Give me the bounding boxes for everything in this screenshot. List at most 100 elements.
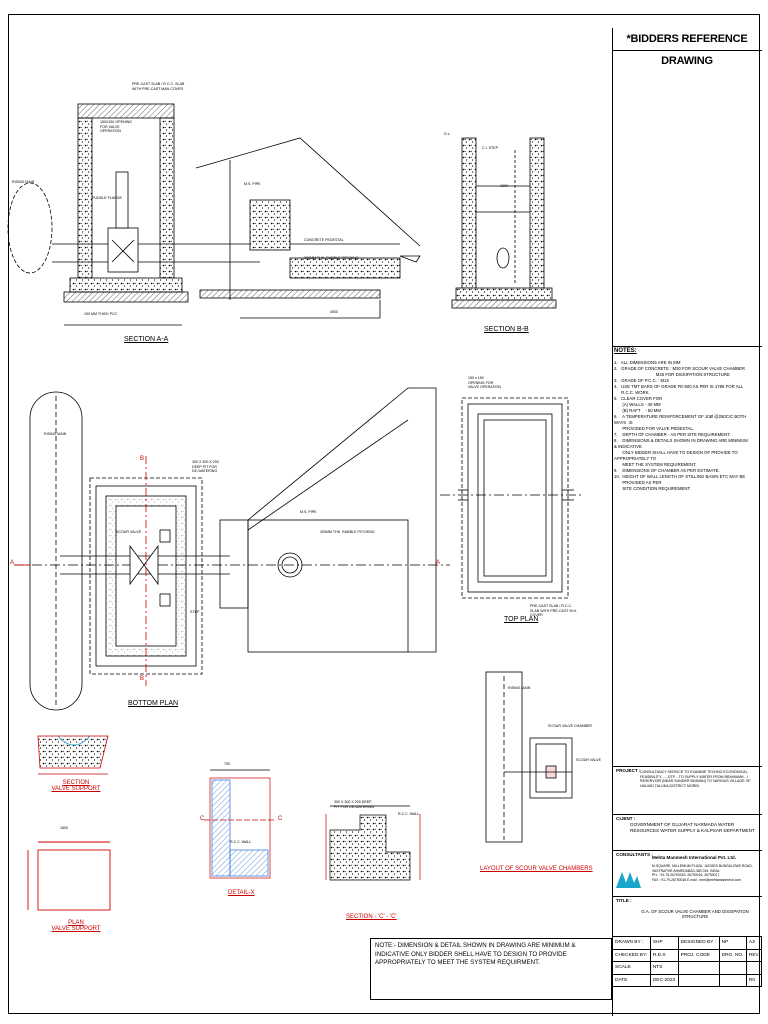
- address-line: VASTRAPUR,AHMEDABAD-380 015. INDIA.: [652, 868, 721, 873]
- dim-4000: 4000: [330, 310, 338, 314]
- deep-pit-note: 300 X 300 X 200 DEEP PIT FOR DE-WATERING: [192, 460, 219, 473]
- note-line: M25 FOR DISSIPATION STRUCTURE: [614, 372, 730, 377]
- info-cell: DRAWN BY :: [612, 936, 651, 950]
- title-block: [612, 28, 763, 1016]
- note-line: PROVIDED AS PER: [614, 480, 662, 485]
- address-line: PH. : 91-79-26750015, 26750016, 26750017…: [652, 873, 721, 877]
- mark-b-top: B: [140, 456, 145, 462]
- info-cell: PROJ. CODE: [677, 948, 720, 962]
- note-line: R.C.C. WORK.: [614, 390, 650, 395]
- scour-valve-chamber-note: SCOUR VALVE CHAMBER: [548, 724, 592, 728]
- ms-pipe-note: M.S. PIPE: [244, 182, 261, 186]
- info-cell: A3: [745, 936, 763, 950]
- pcc-note: 150 MM THICK PCC: [84, 312, 118, 316]
- scour-valve-plan-note: SCOUR VALVE: [116, 530, 142, 534]
- dim-750: 750: [224, 762, 230, 766]
- rubble-plan-note: 300MM THK. RUBBLE PITCHING: [320, 530, 375, 534]
- divider: [612, 766, 762, 767]
- detail-x-label: DETAIL-X: [228, 890, 255, 896]
- gl-note-left: G.L.: [444, 132, 451, 136]
- note-line: SITE CONDITION REQUIREMENT.: [614, 486, 691, 491]
- divider: [612, 346, 762, 347]
- ms-pipe-plan-note: M.S. PIPE: [300, 510, 317, 514]
- client-line: GOVERNMENT OF GUJARAT NARMADA WATER: [630, 822, 735, 827]
- title-line: STRUCTURE: [681, 913, 709, 919]
- drawing-sheet-border: [8, 14, 760, 1014]
- client-line: RESOURCES WATER SUPPLY & KALPSAR DEPARTM…: [630, 828, 755, 833]
- divider: [612, 850, 762, 851]
- note-line: ONLY BIDDER SHALL HAVE TO DESIGN OF PROV…: [614, 450, 738, 455]
- project-line: CONSULTANCY SERVICE TO EXAMINE TECHNO EC…: [640, 770, 748, 774]
- info-cell: CHECKED BY:: [612, 948, 651, 962]
- section-bb-label: SECTION B-B: [484, 326, 529, 333]
- note-line: 1. ALL DIMENSIONS ARE IN MM: [614, 360, 681, 365]
- note-line: 3. GRADE OF P.C.C. : M15: [614, 378, 669, 383]
- top-plan: [440, 397, 584, 599]
- info-cell: [718, 961, 747, 975]
- section-cc-label: SECTION - 'C' - 'C': [346, 914, 397, 920]
- divider: [612, 814, 762, 815]
- concrete-pedestal-note: CONCRETE PEDESTAL: [304, 238, 344, 242]
- detail-x: [204, 769, 276, 879]
- project-line: HALVAD TALUKA,DISTRICT MORBI.: [640, 783, 700, 788]
- info-cell: R0: [745, 973, 763, 987]
- consultant-logo-icon: [616, 872, 641, 888]
- puddle-flange-note: PUDDLE FLANGE: [92, 196, 122, 200]
- note-line: APPROPRIATELY TO: [614, 456, 657, 461]
- title-label: TITLE :: [616, 898, 632, 903]
- project-text: CONSULTANCY SERVICE TO EXAMINE TECHNO EC…: [640, 770, 760, 788]
- consultants-label: CONSULTANTS :: [616, 852, 653, 857]
- project-line: FEASIBILITY.......DTP....TO SUPPLY WATER…: [640, 774, 748, 779]
- bottom-note: NOTE:- DIMENSION & DETAIL SHOWN IN DRAWI…: [370, 938, 612, 1000]
- info-cell: SCALE: [612, 961, 651, 975]
- info-cell: DEC-2023: [649, 973, 679, 987]
- note-line: (A) WALLS - 40 MM: [614, 402, 661, 407]
- info-cell: [745, 961, 763, 975]
- bottom-plan-label: BOTTOM PLAN: [128, 700, 179, 707]
- rubble-pitching-note: 300MM THK. RUBBLE PITCHING: [304, 256, 359, 260]
- rising-main-layout-note: RISING MAIN: [508, 686, 531, 690]
- info-cell: [677, 961, 720, 975]
- deep-pit-c-note: 300 X 300 X 200 DEEP PIT FOR DE-WATERING: [334, 800, 375, 809]
- opening-top-note: 150 x 150 OPENING FOR VALVE OPERATION: [468, 376, 501, 389]
- section-bb: [451, 137, 557, 309]
- info-cell: [677, 973, 720, 987]
- mark-b-bottom: B: [140, 676, 145, 682]
- info-cell: SHP: [649, 936, 679, 950]
- dim-1300: 1300: [500, 184, 508, 188]
- info-cell: NTS: [649, 961, 679, 975]
- note-line: WAYS IS: [614, 420, 633, 425]
- dim-1800: 1800: [60, 826, 68, 830]
- info-cell: DESIGNED BY :: [677, 936, 720, 950]
- section-aa-label: SECTION A-A: [124, 336, 169, 343]
- info-cell: REV: [745, 948, 763, 962]
- divider: [612, 896, 762, 897]
- notes-heading: NOTES:: [614, 348, 637, 354]
- project-line: RESERVOIR (NEAR SUNDER BHAVAN) TO VARIOU…: [640, 779, 751, 783]
- rcc-wall-cc: R.C.C. WALL: [398, 812, 420, 816]
- title-line: G.A. OF SCOUR VALVE CHAMBER AND DISSIPAT…: [641, 909, 749, 914]
- note-line: PROVIDED FOR VALVE PEDESTAL.: [614, 426, 694, 431]
- note-line: 7. DEPTH OF CHAMBER - AS PER SITE REQUIR…: [614, 432, 731, 437]
- engineering-drawing: [7, 103, 584, 911]
- precast-top-note: PRE-CAST SLAB / R.C.C. SLAB WITH PRE-CAS…: [530, 604, 578, 617]
- plan-valve-support-label: PLAN VALVE SUPPORT: [51, 920, 101, 932]
- info-cell: DATE: [612, 973, 651, 987]
- note-line: 10. HEIGHT OF WALL LENGTH OF STILLING BA…: [614, 474, 746, 479]
- rising-main-plan-note: RISING MAIN: [44, 432, 67, 436]
- info-cell: NP: [718, 936, 747, 950]
- bottom-plan: [14, 387, 450, 711]
- scour-valve-layout-note: SCOUR VALVE: [576, 758, 602, 762]
- rising-main-note: RISING MAIN: [12, 180, 35, 184]
- address-line: FAX : 91-79-26750018 E-mail : mmi@mehtam…: [652, 877, 741, 882]
- precast-slab-note: PRE-CAST SLAB / R.C.C. SLAB WITH PRE-CAS…: [132, 82, 185, 91]
- rcc-wall-detail: R.C.C. WALL: [230, 840, 252, 844]
- note-line: 8. DIMENSIONS & DETAILS SHOWN IN DRAWING…: [614, 438, 748, 443]
- section-valve-support-label: SECTION VALVE SUPPORT: [51, 780, 101, 792]
- address-line: M-SQUARE, MILLENIUM PLAZA, JUDGES BUNGAL…: [652, 864, 753, 868]
